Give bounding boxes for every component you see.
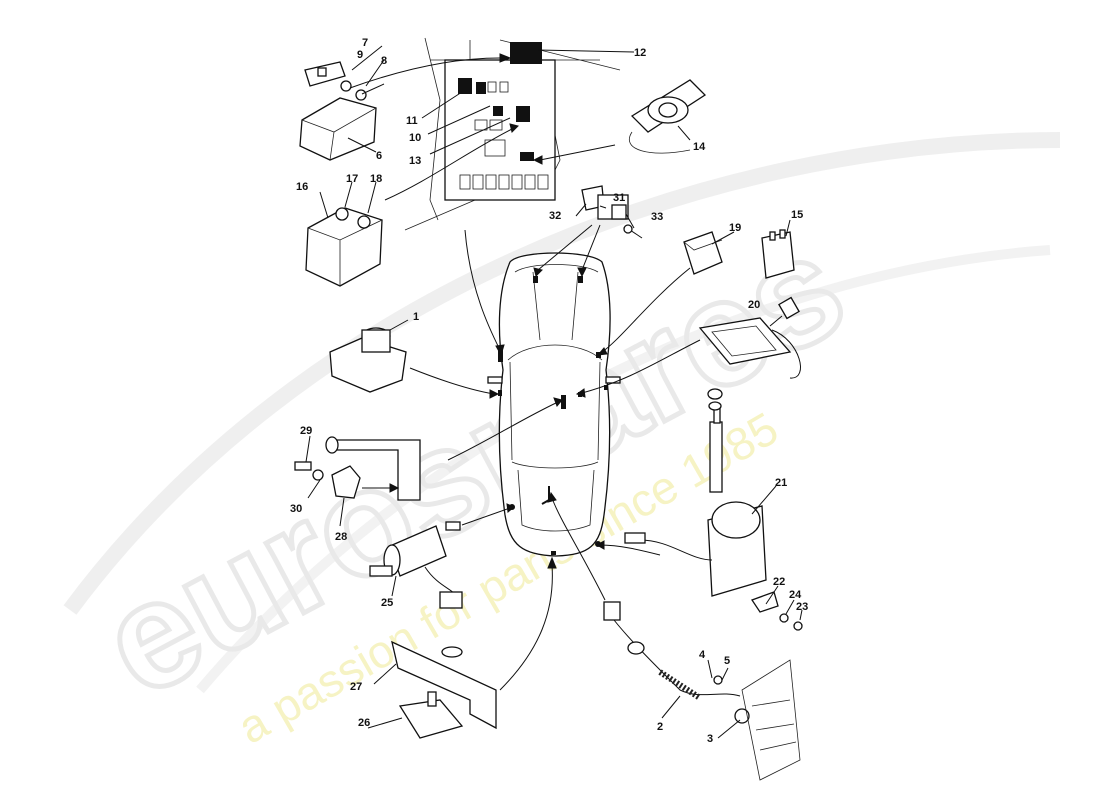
callout-label: 32 (549, 210, 561, 222)
relay-15 (761, 229, 795, 279)
callout-label: 3 (707, 733, 713, 745)
leader-lines (305, 45, 803, 739)
callout-label: 10 (409, 132, 421, 144)
callout-label: 12 (634, 47, 646, 59)
part-2-3-4-5 (603, 601, 801, 781)
part-28-29-30 (294, 436, 421, 501)
callout-label: 8 (381, 55, 387, 67)
callout-label: 15 (791, 209, 803, 221)
callout-label: 19 (729, 222, 741, 234)
part-1 (329, 327, 407, 393)
callout-label: 1 (413, 311, 419, 323)
callout-label: 26 (358, 717, 370, 729)
part-25 (369, 521, 463, 609)
callout-label: 30 (290, 503, 302, 515)
callout-label: 23 (796, 601, 808, 613)
callout-label: 18 (370, 173, 382, 185)
callout-label: 20 (748, 299, 760, 311)
callout-label: 28 (335, 531, 347, 543)
callout-label: 13 (409, 155, 421, 167)
callout-label: 4 (699, 649, 706, 661)
callout-label: 16 (296, 181, 308, 193)
callout-label: 27 (350, 681, 362, 693)
car-body (487, 252, 621, 557)
callout-label: 33 (651, 211, 663, 223)
callout-label: 21 (775, 477, 787, 489)
part-21 (624, 388, 803, 631)
callout-label: 5 (724, 655, 730, 667)
module-6 (299, 61, 377, 161)
callout-label: 9 (357, 49, 363, 61)
callout-label: 25 (381, 597, 393, 609)
module-16 (305, 207, 383, 287)
part-14 (629, 79, 707, 154)
callout-label: 11 (406, 115, 418, 127)
part-20 (698, 296, 801, 379)
callout-label: 29 (300, 425, 312, 437)
callout-label: 6 (376, 150, 382, 162)
callout-label: 24 (789, 589, 802, 601)
callout-label: 31 (613, 192, 625, 204)
callout-label: 7 (362, 37, 368, 49)
callout-label: 14 (693, 141, 706, 153)
callout-labels: 1 2 3 4 5 6 7 8 9 10 11 12 13 14 15 16 1… (290, 37, 808, 745)
fusebox-panel (404, 37, 621, 231)
part-26-27 (391, 640, 497, 739)
callout-label: 2 (657, 721, 663, 733)
callout-label: 17 (346, 173, 358, 185)
callout-label: 22 (773, 576, 785, 588)
